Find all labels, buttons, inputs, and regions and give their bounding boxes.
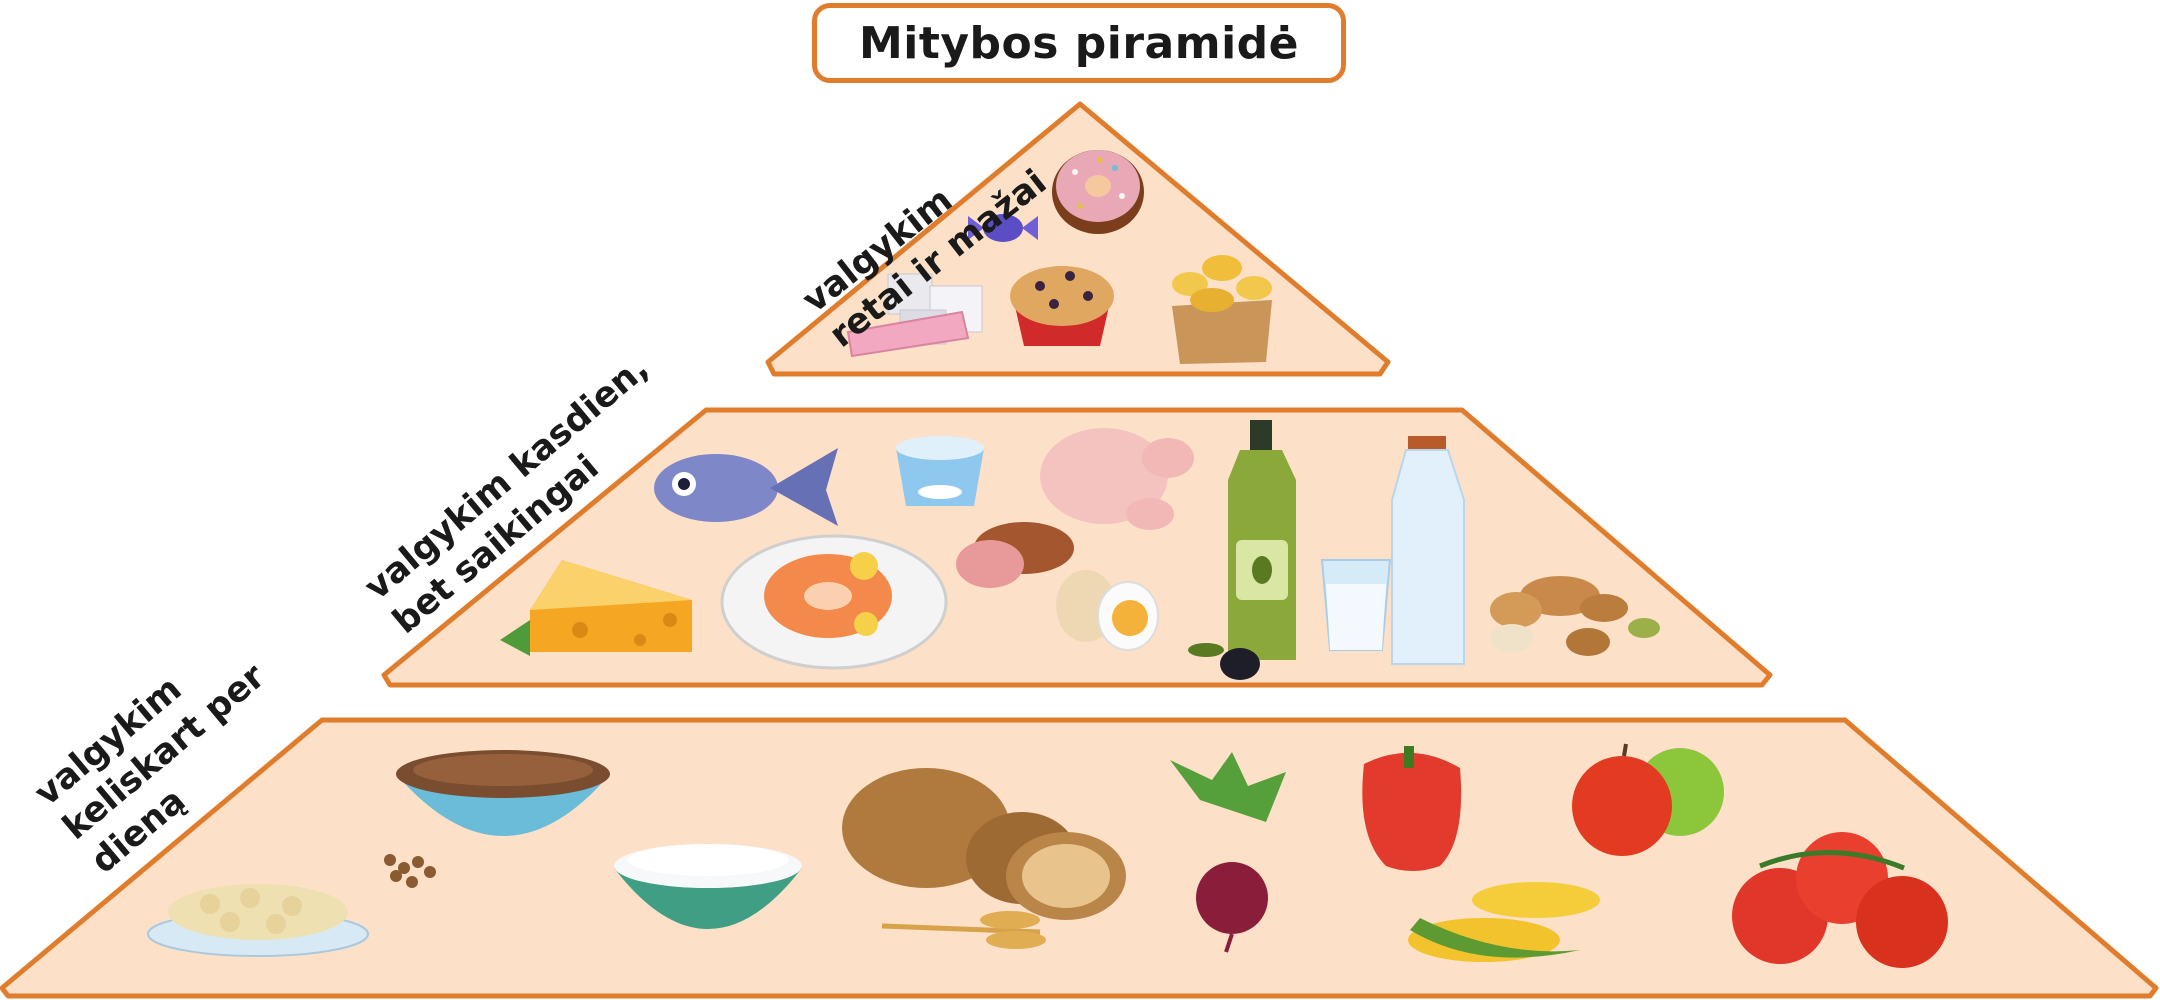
milk-bottle-icon bbox=[1391, 436, 1465, 665]
apples-icon bbox=[1572, 743, 1724, 856]
red-bell-pepper-icon bbox=[1362, 746, 1462, 871]
olive-icon bbox=[1188, 643, 1260, 680]
potato-chips-icon bbox=[1172, 255, 1272, 364]
buckwheat-bowl-icon bbox=[396, 750, 610, 836]
candy-icon bbox=[968, 214, 1038, 242]
bread-loaves-icon bbox=[842, 768, 1126, 920]
corn-cobs-icon bbox=[1408, 882, 1600, 962]
donut-icon bbox=[1052, 150, 1144, 234]
glass-of-milk-icon bbox=[1320, 559, 1392, 651]
legumes-icon bbox=[384, 854, 436, 888]
raw-chicken-icon bbox=[1040, 428, 1194, 530]
muffin-icon bbox=[1010, 266, 1114, 346]
title-box: Mitybos piramidė bbox=[812, 3, 1346, 83]
boiled-eggs-icon bbox=[1056, 570, 1159, 651]
cheese-icon bbox=[500, 560, 692, 656]
fish-icon bbox=[654, 448, 838, 526]
tomatoes-icon bbox=[1732, 832, 1948, 968]
ham-sausage-icon bbox=[956, 522, 1074, 588]
pasta-plate-icon bbox=[147, 884, 369, 957]
wheat-ears-icon bbox=[881, 911, 1046, 949]
olive-oil-bottle-icon bbox=[1228, 420, 1296, 660]
pink-sweet-stick-icon bbox=[846, 310, 970, 358]
beetroot-icon bbox=[1170, 752, 1286, 953]
mixed-nuts-icon bbox=[1490, 576, 1660, 656]
pyramid-title: Mitybos piramidė bbox=[858, 17, 1300, 69]
yogurt-cup-icon bbox=[896, 436, 984, 506]
salmon-steak-plate-icon bbox=[720, 534, 948, 670]
rice-bowl-icon bbox=[614, 844, 802, 929]
